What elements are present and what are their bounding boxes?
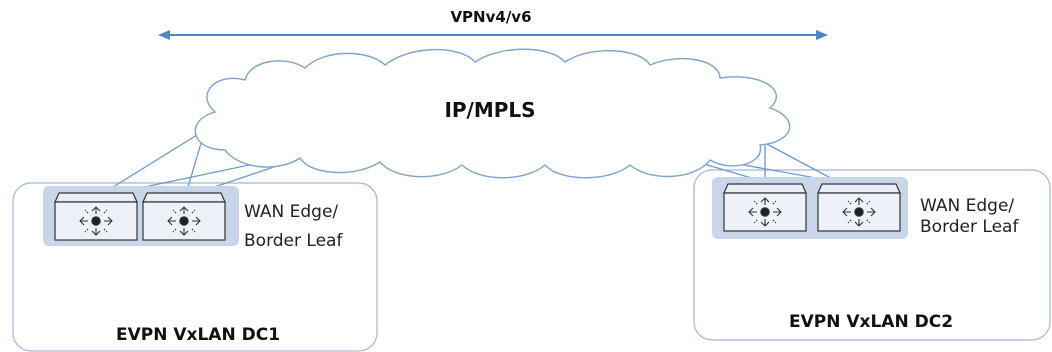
dc2-router-1-icon <box>723 183 807 232</box>
cloud-label: IP/MPLS <box>444 98 535 122</box>
dc1-title: EVPN VxLAN DC1 <box>116 325 280 345</box>
dc1-router-1-icon <box>54 192 138 241</box>
dc1-router-group <box>43 186 239 246</box>
dc2-title: EVPN VxLAN DC2 <box>789 312 953 332</box>
dc2-router-label-line1: WAN Edge/ <box>920 196 1014 216</box>
dc2-router-2-icon <box>817 183 901 232</box>
dc1-router-2-icon <box>142 192 226 241</box>
dc2-router-label-line2: Border Leaf <box>920 217 1019 237</box>
vpn-arrow-label: VPNv4/v6 <box>450 8 531 26</box>
dc1-router-label-line2: Border Leaf <box>244 231 343 251</box>
dc1-router-label-line1: WAN Edge/ <box>244 202 338 222</box>
dc2-router-group <box>712 177 908 239</box>
ip-mpls-cloud <box>194 48 791 179</box>
